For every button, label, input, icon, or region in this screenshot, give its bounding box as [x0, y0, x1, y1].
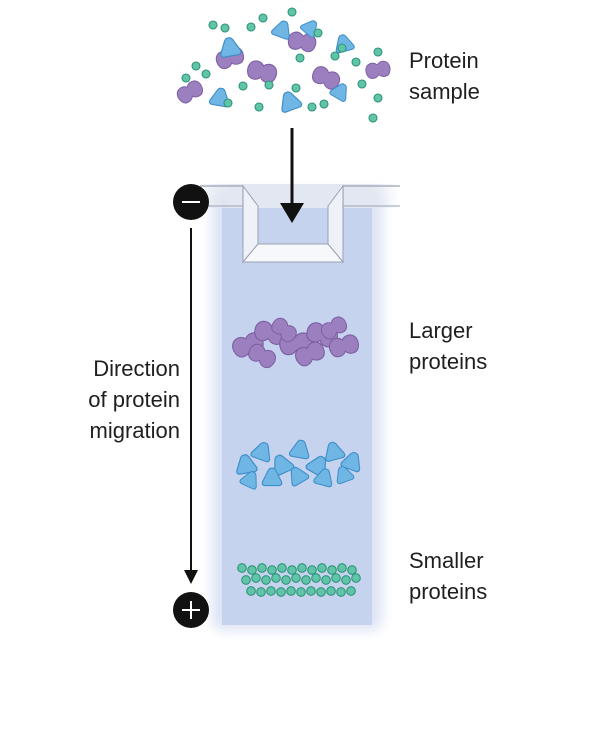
small-protein	[278, 564, 287, 573]
small-protein	[318, 564, 327, 573]
small-protein	[288, 566, 297, 575]
small-protein	[338, 44, 346, 52]
medium-protein-body	[277, 89, 303, 113]
small-protein	[262, 576, 271, 585]
larger-proteins-label: Larger proteins	[409, 315, 487, 377]
small-protein	[221, 24, 229, 32]
larger-proteins-label-line-1: Larger	[409, 315, 487, 346]
small-protein	[277, 588, 286, 597]
small-protein	[292, 84, 300, 92]
small-protein	[328, 566, 337, 575]
small-protein	[307, 587, 316, 596]
positive-electrode	[173, 592, 209, 628]
protein-sample-mixture	[175, 8, 392, 122]
larger-proteins-label-line-2: proteins	[409, 346, 487, 377]
small-protein	[267, 587, 276, 596]
small-protein	[238, 564, 247, 573]
small-protein	[342, 576, 351, 585]
protein-sample-label: Protein sample	[409, 45, 480, 107]
small-protein	[292, 574, 301, 583]
large-protein-body	[175, 78, 206, 105]
small-protein	[308, 103, 316, 111]
small-protein	[248, 566, 257, 575]
small-protein	[282, 576, 291, 585]
small-protein	[182, 74, 190, 82]
small-protein	[358, 80, 366, 88]
small-protein	[224, 99, 232, 107]
medium-protein-body	[218, 36, 241, 58]
small-protein	[314, 29, 322, 37]
small-protein	[374, 94, 382, 102]
large-protein	[365, 60, 392, 79]
smaller-proteins-label: Smaller proteins	[409, 545, 487, 607]
small-protein	[322, 576, 331, 585]
small-protein	[317, 588, 326, 597]
migration-direction-label-line-3: migration	[40, 415, 180, 446]
migration-direction-label-line-2: of protein	[40, 384, 180, 415]
medium-protein	[277, 89, 303, 113]
small-protein	[297, 588, 306, 597]
small-protein	[331, 52, 339, 60]
small-protein	[352, 574, 361, 583]
small-protein	[247, 23, 255, 31]
small-protein	[192, 62, 200, 70]
small-protein	[268, 566, 277, 575]
small-protein	[347, 587, 356, 596]
small-protein	[258, 564, 267, 573]
small-protein	[320, 100, 328, 108]
migration-arrow	[184, 228, 198, 584]
small-protein	[287, 587, 296, 596]
small-protein	[337, 588, 346, 597]
small-protein	[308, 566, 317, 575]
large-protein	[246, 59, 279, 84]
migration-direction-label: Direction of protein migration	[40, 353, 180, 446]
small-protein	[209, 21, 217, 29]
small-protein	[252, 574, 261, 583]
small-protein	[327, 587, 336, 596]
loading-arrow	[280, 128, 304, 223]
small-protein	[272, 574, 281, 583]
large-protein-body	[246, 59, 279, 84]
small-protein	[369, 114, 377, 122]
small-protein	[257, 588, 266, 597]
medium-protein	[218, 36, 241, 58]
large-protein-body	[365, 60, 392, 79]
migration-direction-label-line-1: Direction	[40, 353, 180, 384]
small-protein	[296, 54, 304, 62]
small-protein	[338, 564, 347, 573]
small-protein	[348, 566, 357, 575]
negative-electrode	[173, 184, 209, 220]
small-protein	[202, 70, 210, 78]
small-protein	[298, 564, 307, 573]
small-protein	[288, 8, 296, 16]
protein-sample-label-line-1: Protein	[409, 45, 480, 76]
small-protein	[302, 576, 311, 585]
small-protein	[247, 587, 256, 596]
large-protein	[175, 78, 206, 105]
small-protein	[242, 576, 251, 585]
small-protein	[374, 48, 382, 56]
small-protein	[352, 58, 360, 66]
protein-sample-label-line-2: sample	[409, 76, 480, 107]
small-protein	[255, 103, 263, 111]
small-protein	[312, 574, 321, 583]
smaller-proteins-label-line-1: Smaller	[409, 545, 487, 576]
small-protein	[259, 14, 267, 22]
small-protein	[332, 574, 341, 583]
small-protein	[265, 81, 273, 89]
smaller-proteins-label-line-2: proteins	[409, 576, 487, 607]
small-protein	[239, 82, 247, 90]
